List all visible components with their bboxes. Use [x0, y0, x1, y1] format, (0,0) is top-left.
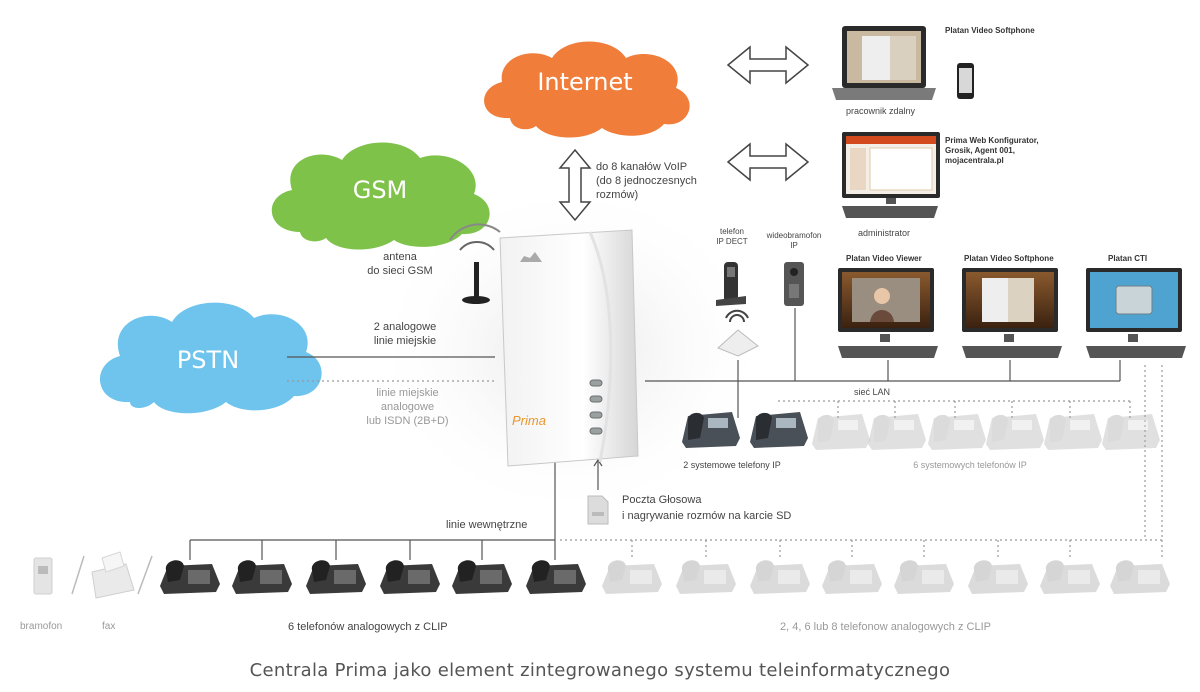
pstn-label: PSTN [176, 346, 240, 374]
ip-doorphone-label-1: wideobramofon [766, 231, 822, 240]
ip-phone-icon [750, 412, 808, 448]
analog-phone-icon [602, 560, 662, 594]
analog-phone-icon [822, 560, 882, 594]
web-config-label-1: Prima Web Konfigurator, [945, 136, 1039, 145]
ip-phone-icon [812, 414, 870, 450]
gsm-label: GSM [352, 176, 408, 204]
separator [71, 555, 85, 595]
ip-phone-icon [928, 414, 986, 450]
analog-optional-label: 2, 4, 6 lub 8 telefonow analogowych z CL… [780, 621, 991, 633]
dect-phone-icon [716, 262, 759, 357]
sd-card-label-1: Poczta Głosowa [622, 494, 702, 506]
pstn-cloud [99, 302, 322, 414]
gsm-antenna-icon [449, 223, 501, 304]
video-softphone-pc-icon [962, 268, 1062, 358]
fax-icon [91, 551, 135, 599]
video-softphone-label: Platan Video Softphone [964, 254, 1054, 263]
sd-card-label-2: i nagrywanie rozmów na karcie SD [622, 510, 792, 522]
analog-phone-icon [380, 560, 440, 594]
ip-phone-icon [1044, 414, 1102, 450]
analog-phone-icon [526, 560, 586, 594]
cti-label: Platan CTI [1108, 254, 1148, 263]
video-viewer-label: Platan Video Viewer [846, 254, 922, 263]
doorphone-icon [33, 557, 53, 595]
analog-phone-icon [1040, 560, 1100, 594]
internet-cloud [484, 41, 690, 138]
isdn-lines-label-2: analogowe [380, 401, 435, 413]
antenna-label-2: do sieci GSM [367, 265, 433, 277]
admin-arrow [726, 142, 810, 182]
ip-phone-icon [986, 414, 1044, 450]
isdn-lines-label-1: linie miejskie [376, 387, 439, 399]
system-ip-6-label: 6 systemowych telefonów IP [913, 460, 1027, 470]
video-viewer-pc-icon [838, 268, 938, 358]
analog-lines-label-2: linie miejskie [373, 335, 437, 347]
cti-pc-icon [1086, 268, 1186, 358]
isdn-lines-label-3: lub ISDN (2B+D) [366, 415, 449, 427]
internet-label: Internet [537, 68, 633, 96]
admin-pc-icon [842, 132, 940, 218]
ip-phone-icon [868, 414, 926, 450]
pbx-logo-icon [520, 252, 542, 262]
dotted-wiring [287, 365, 1163, 560]
internet-voip-arrow [558, 148, 592, 222]
voip-label-3: rozmów) [596, 189, 639, 201]
analog-phone-icon [1110, 560, 1170, 594]
ip-doorphone-label-2: IP [790, 241, 798, 250]
ip-doorphone-icon [784, 262, 804, 306]
analog-phone-icon [750, 560, 810, 594]
laptop-icon [832, 26, 936, 100]
dect-label-1: telefon [719, 227, 745, 236]
system-ip-2-label: 2 systemowe telefony IP [683, 460, 781, 470]
diagram-title: Centrala Prima jako element zintegrowane… [249, 660, 951, 681]
analog-phone-icon [676, 560, 736, 594]
fax-label: fax [102, 621, 116, 632]
analog-phone-icon [160, 560, 220, 594]
wiring [189, 308, 1121, 560]
antenna-label-1: antena [383, 251, 417, 263]
analog-phone-icon [306, 560, 366, 594]
ip-phone-icon [682, 412, 740, 448]
analog-phones [160, 560, 1170, 594]
ip-phone-icon [1102, 414, 1160, 450]
web-config-label-3: mojacentrala.pl [945, 156, 1004, 165]
web-config-label-2: Grosik, Agent 001, [945, 146, 1015, 155]
remote-softphone-label: Platan Video Softphone [945, 26, 1035, 35]
system-ip-phones [682, 412, 1160, 450]
analog-phone-icon [452, 560, 512, 594]
sd-card-icon [587, 495, 609, 525]
gsm-cloud [271, 142, 490, 250]
voip-label-2: (do 8 jednoczesnych [596, 175, 697, 187]
lan-label: sieć LAN [854, 387, 891, 397]
dect-label-2: IP DECT [716, 237, 748, 246]
analog-6-label: 6 telefonów analogowych z CLIP [288, 621, 448, 633]
internal-lines-label: linie wewnętrzne [446, 519, 528, 531]
pbx-brand-label: Prima [512, 413, 546, 428]
analog-phone-icon [232, 560, 292, 594]
analog-phone-icon [894, 560, 954, 594]
pbx-leds [589, 379, 603, 435]
doorphone-label: bramofon [20, 621, 63, 632]
analog-lines-label-1: 2 analogowe [373, 321, 437, 333]
prima-pbx [499, 229, 639, 467]
remote-arrow [726, 45, 810, 85]
admin-label: administrator [858, 228, 911, 238]
voip-label-1: do 8 kanałów VoIP [596, 161, 688, 173]
analog-phone-icon [968, 560, 1028, 594]
smartphone-icon [957, 63, 974, 99]
separator [137, 555, 153, 595]
remote-worker-label: pracownik zdalny [846, 106, 916, 116]
